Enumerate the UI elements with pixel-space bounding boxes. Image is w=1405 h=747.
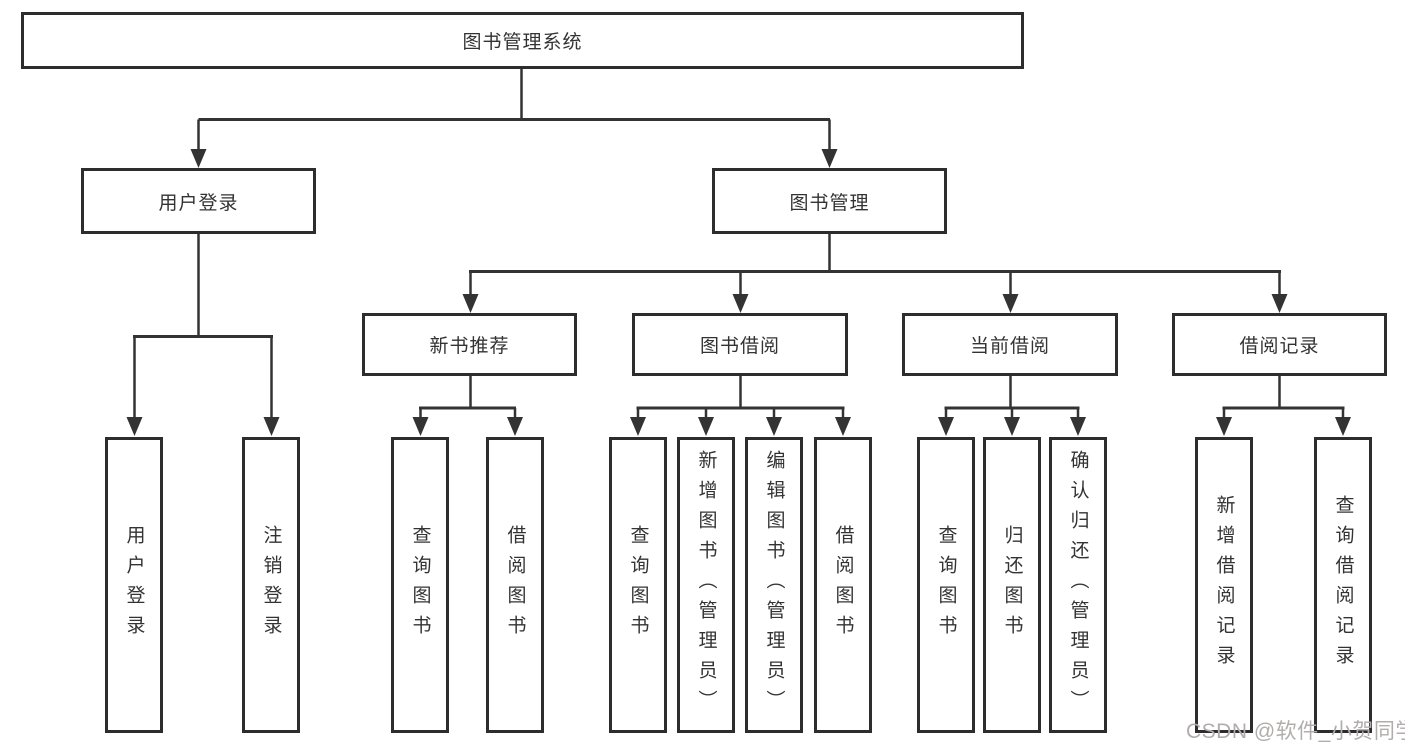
leaf-borrow-books-label: 借阅图书 [832, 525, 854, 645]
leaf-add-borrow-record: 新增借阅记录 [1195, 437, 1253, 733]
watermark: CSDN @软件_小贺同学 [1186, 720, 1405, 743]
leaf-add-borrow-record-label: 新增借阅记录 [1213, 495, 1235, 675]
node-root: 图书管理系统 [21, 12, 1024, 69]
leaf-return-books-label: 归还图书 [1001, 525, 1023, 645]
leaf-borrow-query-books: 查询图书 [609, 437, 667, 733]
leaf-recommend-borrow-books-label: 借阅图书 [504, 525, 526, 645]
node-new-book-recommendation: 新书推荐 [362, 313, 577, 376]
leaf-return-books: 归还图书 [983, 437, 1041, 733]
leaf-add-books-admin-label: 新增图书（管理员） [695, 450, 717, 720]
node-user-login-branch: 用户登录 [81, 168, 316, 234]
leaf-user-login: 用户登录 [105, 437, 163, 733]
node-book-borrowing-label: 图书借阅 [699, 336, 780, 357]
leaf-current-query-books-label: 查询图书 [935, 525, 957, 645]
leaf-recommend-query-books: 查询图书 [391, 437, 449, 733]
leaf-borrow-query-books-label: 查询图书 [627, 525, 649, 645]
leaf-logout: 注销登录 [242, 437, 300, 733]
leaf-borrow-books: 借阅图书 [814, 437, 872, 733]
node-user-login-branch-label: 用户登录 [158, 192, 239, 214]
node-book-borrowing: 图书借阅 [632, 313, 848, 376]
leaf-user-login-label: 用户登录 [123, 525, 145, 645]
leaf-recommend-query-books-label: 查询图书 [409, 525, 431, 645]
leaf-add-books-admin: 新增图书（管理员） [677, 437, 735, 733]
leaf-confirm-return-admin: 确认归还（管理员） [1049, 437, 1107, 733]
node-borrowing-records: 借阅记录 [1172, 313, 1387, 376]
leaf-confirm-return-admin-label: 确认归还（管理员） [1067, 450, 1089, 720]
leaf-edit-books-admin: 编辑图书（管理员） [745, 437, 803, 733]
leaf-edit-books-admin-label: 编辑图书（管理员） [763, 450, 785, 720]
leaf-current-query-books: 查询图书 [917, 437, 975, 733]
leaf-query-borrow-record-label: 查询借阅记录 [1332, 495, 1354, 675]
leaf-recommend-borrow-books: 借阅图书 [486, 437, 544, 733]
leaf-query-borrow-record: 查询借阅记录 [1314, 437, 1372, 733]
node-borrowing-records-label: 借阅记录 [1239, 336, 1320, 357]
node-book-management: 图书管理 [712, 168, 947, 234]
node-root-label: 图书管理系统 [462, 32, 583, 53]
leaf-logout-label: 注销登录 [260, 525, 282, 645]
node-current-borrowing: 当前借阅 [902, 313, 1118, 376]
node-new-book-recommendation-label: 新书推荐 [429, 336, 510, 357]
node-current-borrowing-label: 当前借阅 [969, 336, 1050, 357]
node-book-management-label: 图书管理 [789, 192, 870, 214]
